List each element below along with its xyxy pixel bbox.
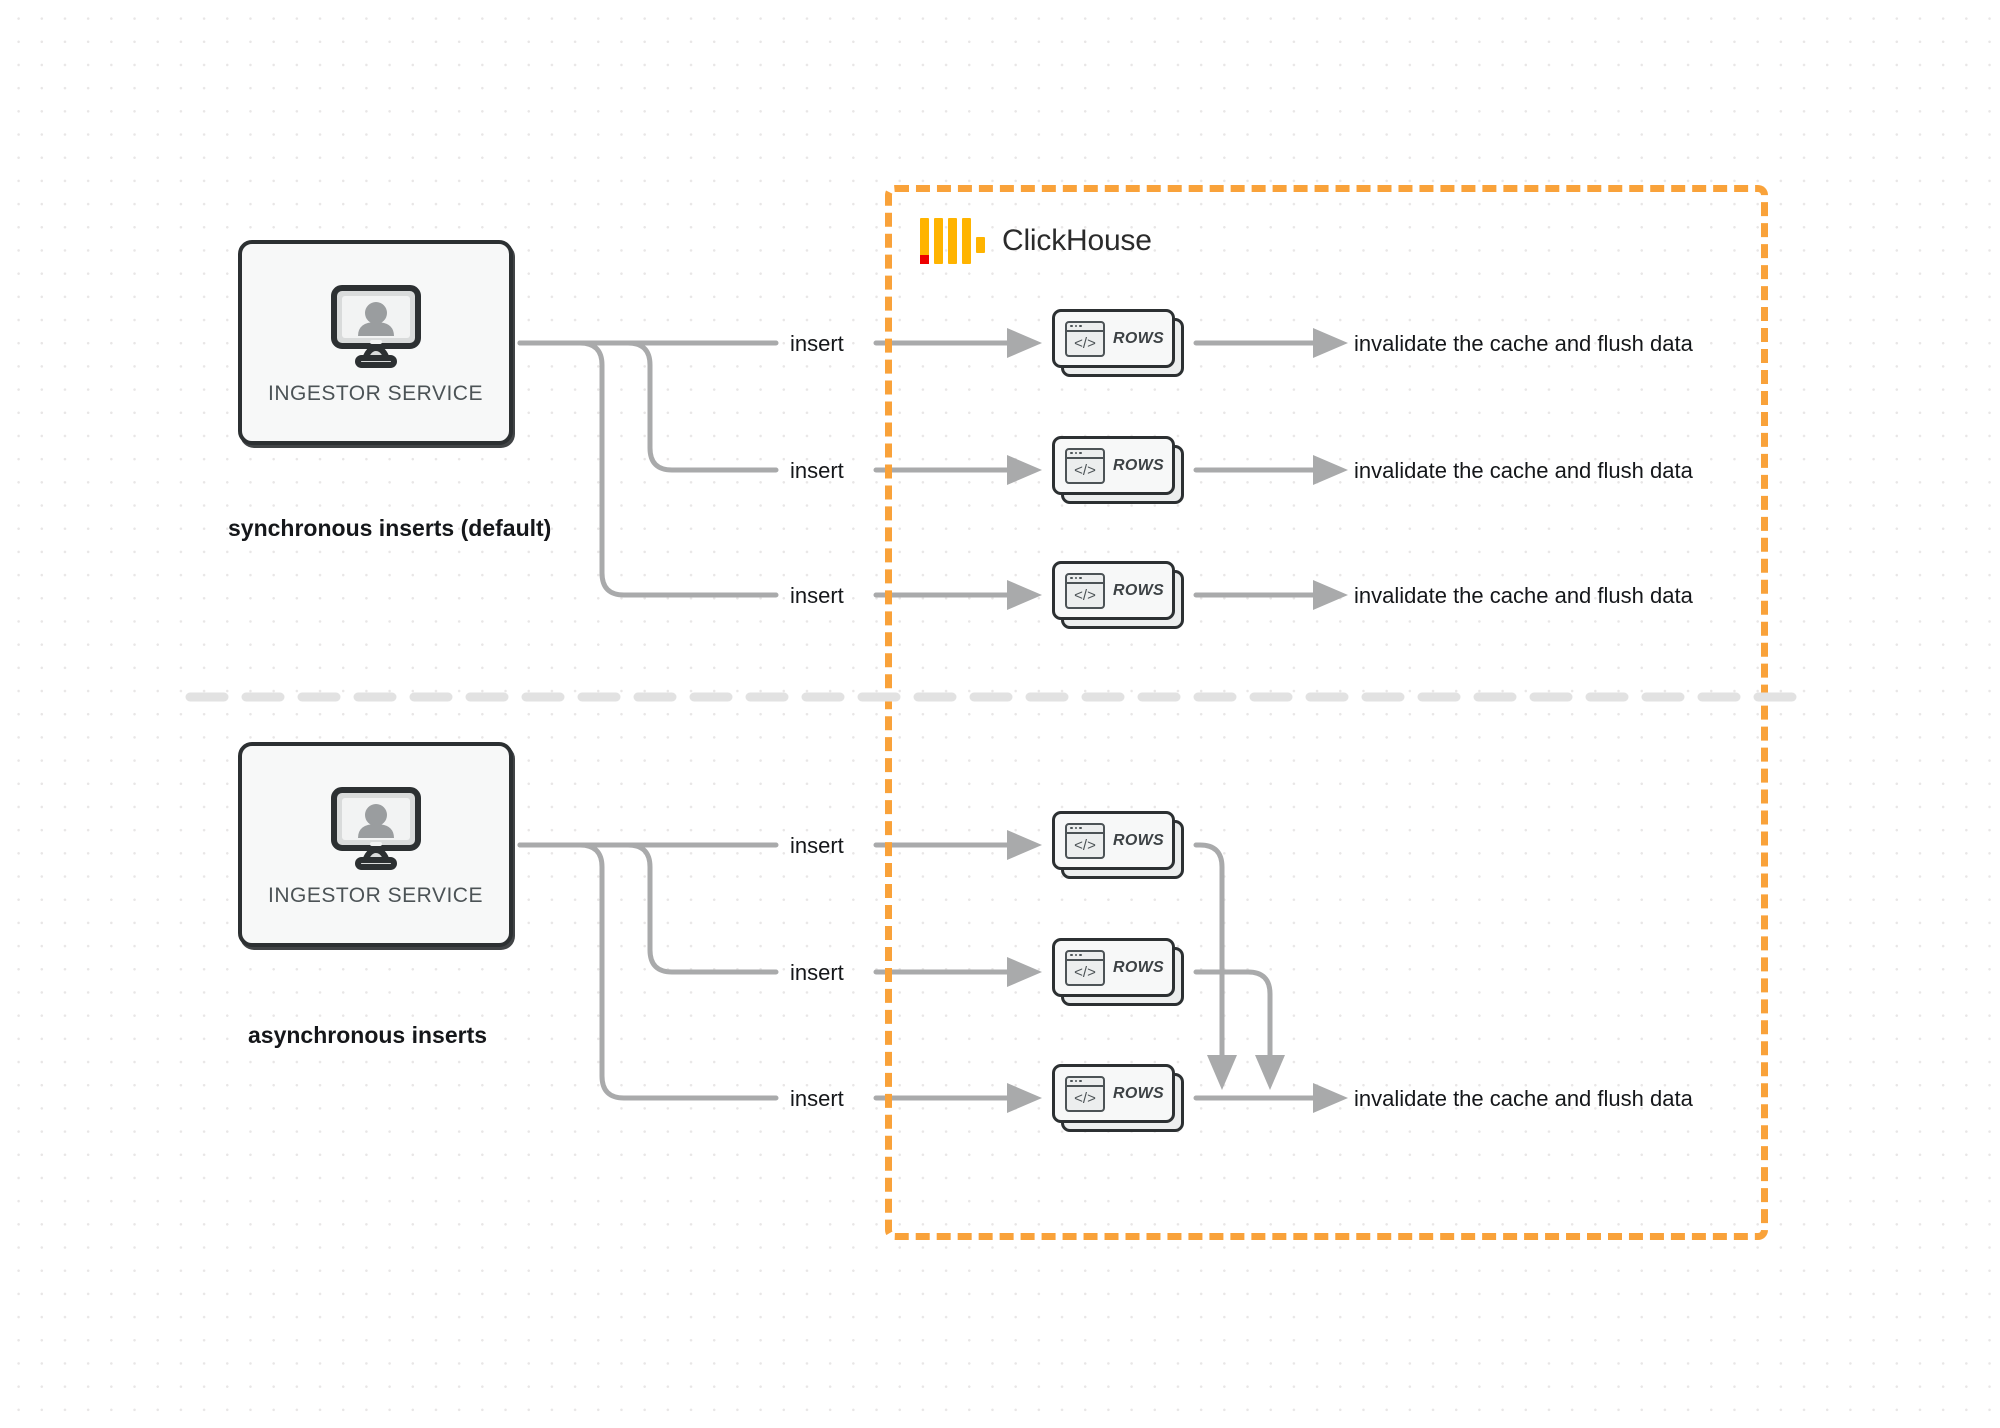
ingestor-service-label-sync: INGESTOR SERVICE <box>268 381 483 405</box>
rows-node-3[interactable]: </> ROWS <box>1052 561 1184 629</box>
rows-node-card: </> ROWS <box>1052 309 1175 368</box>
flush-label-1: invalidate the cache and flush data <box>1354 331 1693 356</box>
rows-node-label: ROWS <box>1113 1084 1164 1102</box>
clickhouse-wordmark: ClickHouse <box>1002 224 1152 257</box>
ingestor-service-label-async: INGESTOR SERVICE <box>268 883 483 907</box>
rows-node-label: ROWS <box>1113 958 1164 976</box>
rows-node-2[interactable]: </> ROWS <box>1052 436 1184 504</box>
rows-node-card: </> ROWS <box>1052 1064 1175 1123</box>
code-window-icon: </> <box>1065 1075 1105 1112</box>
flush-label-3: invalidate the cache and flush data <box>1354 583 1693 608</box>
ingestor-branch-bot <box>517 340 779 598</box>
rows-node-5[interactable]: </> ROWS <box>1052 938 1184 1006</box>
ingestor-branch-bot-2 <box>517 842 779 1101</box>
rows-node-1[interactable]: </> ROWS <box>1052 309 1184 377</box>
monitor-user-icon <box>330 284 421 368</box>
insert-label-2: insert <box>790 458 844 483</box>
insert-label-6: insert <box>790 1086 844 1111</box>
section-caption-asynchronous: asynchronous inserts <box>248 1022 488 1048</box>
clickhouse-region-boundary <box>885 185 1768 1240</box>
code-window-icon: </> <box>1065 572 1105 609</box>
ingestor-branch-mid <box>517 340 779 473</box>
rows-node-6[interactable]: </> ROWS <box>1052 1064 1184 1132</box>
insert-label-4: insert <box>790 833 844 858</box>
flush-label-2: invalidate the cache and flush data <box>1354 458 1693 483</box>
rows-node-label: ROWS <box>1113 329 1164 347</box>
code-window-icon: </> <box>1065 320 1105 357</box>
code-window-icon: </> <box>1065 447 1105 484</box>
clickhouse-brand: ClickHouse <box>920 218 1152 264</box>
rows-node-card: </> ROWS <box>1052 561 1175 620</box>
insert-label-1: insert <box>790 331 844 356</box>
ingestor-service-async[interactable]: INGESTOR SERVICE <box>238 742 513 947</box>
ingestor-service-sync[interactable]: INGESTOR SERVICE <box>238 240 513 445</box>
clickhouse-logo-icon <box>920 218 985 264</box>
rows-node-card: </> ROWS <box>1052 811 1175 870</box>
insert-label-5: insert <box>790 960 844 985</box>
insert-label-3: insert <box>790 583 844 608</box>
rows-node-label: ROWS <box>1113 456 1164 474</box>
ingestor-branch-mid-2 <box>517 842 779 975</box>
monitor-user-icon <box>330 786 421 870</box>
merged-flush-label: invalidate the cache and flush data <box>1354 1086 1693 1111</box>
rows-node-label: ROWS <box>1113 831 1164 849</box>
section-caption-synchronous: synchronous inserts (default) <box>228 515 552 541</box>
code-window-icon: </> <box>1065 949 1105 986</box>
rows-node-card: </> ROWS <box>1052 938 1175 997</box>
rows-node-card: </> ROWS <box>1052 436 1175 495</box>
rows-node-label: ROWS <box>1113 581 1164 599</box>
rows-node-4[interactable]: </> ROWS <box>1052 811 1184 879</box>
code-window-icon: </> <box>1065 822 1105 859</box>
